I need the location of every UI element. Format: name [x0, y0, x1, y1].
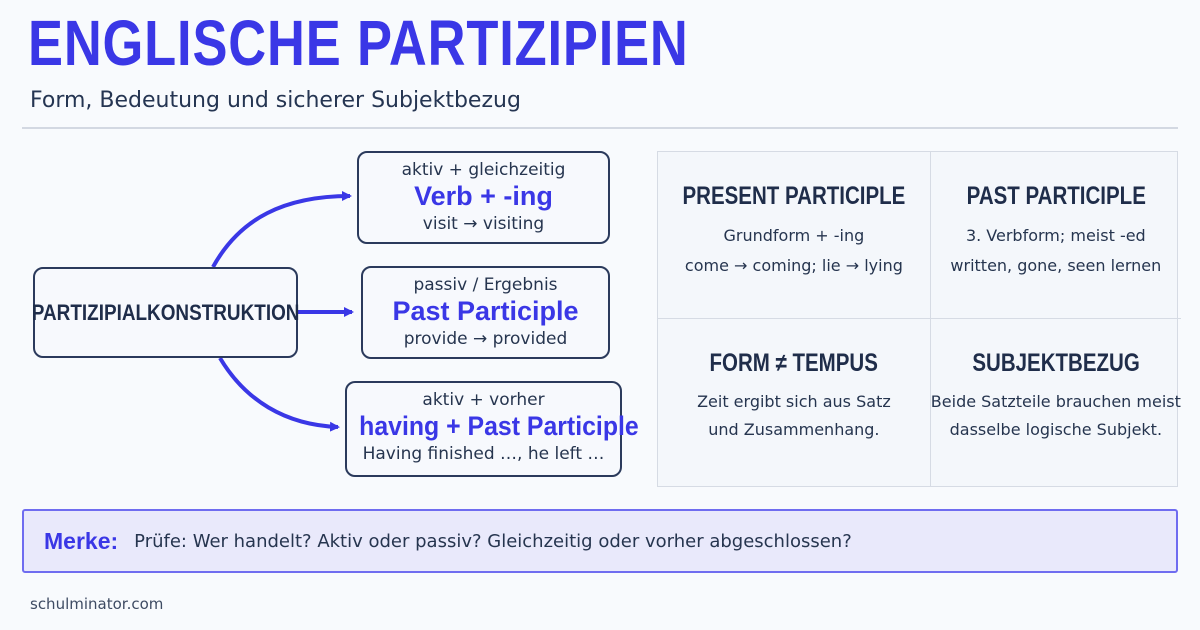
merke-text: Prüfe: Wer handelt? Aktiv oder passiv? G… — [134, 530, 852, 552]
root-node-label: PARTIZIPIALKONSTRUKTION — [31, 299, 300, 325]
grid-cell-line: Beide Satzteile brauchen meist — [930, 392, 1181, 411]
header-divider — [22, 127, 1178, 129]
footer-site-name: schulminator.com — [30, 595, 164, 613]
grid-cell-line: come → coming; lie → lying — [684, 256, 903, 275]
node-meaning: aktiv + gleichzeitig — [401, 160, 566, 180]
grid-cell-present-participle: PRESENT PARTICIPLE Grundform + -ing come… — [658, 152, 931, 319]
grid-cell-form-tempus: FORM ≠ TEMPUS Zeit ergibt sich aus Satz … — [658, 319, 931, 486]
grid-cell-line: und Zusammenhang. — [708, 420, 880, 439]
participle-node-past: passiv / Ergebnis Past Participle provid… — [361, 266, 610, 359]
node-meaning: aktiv + vorher — [422, 390, 545, 410]
node-form: having + Past Participle — [359, 411, 639, 441]
node-meaning: passiv / Ergebnis — [413, 275, 558, 295]
node-form: Past Participle — [392, 296, 579, 326]
grid-cell-title: PAST PARTICIPLE — [966, 182, 1146, 210]
grid-cell-line: written, gone, seen lernen — [950, 256, 1162, 275]
page-subtitle: Form, Bedeutung und sicherer Subjektbezu… — [30, 88, 521, 113]
grid-cell-past-participle: PAST PARTICIPLE 3. Verbform; meist -ed w… — [930, 152, 1181, 319]
node-example: Having finished …, he left … — [362, 444, 605, 464]
node-form: Verb + -ing — [414, 181, 553, 211]
grid-cell-line: Grundform + -ing — [723, 226, 865, 245]
grid-cell-subjektbezug: SUBJEKTBEZUG Beide Satzteile brauchen me… — [931, 319, 1181, 486]
grid-cell-title: PRESENT PARTICIPLE — [682, 182, 906, 210]
arrow-to-node-1 — [211, 191, 352, 268]
grid-cell-title: FORM ≠ TEMPUS — [709, 349, 879, 377]
node-example: provide → provided — [403, 329, 568, 349]
root-node: PARTIZIPIALKONSTRUKTION — [31, 267, 300, 358]
grid-cell-line: Zeit ergibt sich aus Satz — [697, 392, 891, 411]
grid-cell-line: dasselbe logische Subjekt. — [949, 420, 1163, 439]
page-title: ENGLISCHE PARTIZIPIEN — [28, 7, 689, 79]
merke-box: Merke: Prüfe: Wer handelt? Aktiv oder pa… — [22, 509, 1178, 573]
participle-node-present: aktiv + gleichzeitig Verb + -ing visit →… — [357, 151, 610, 244]
participle-node-perfect: aktiv + vorher having + Past Participle … — [345, 381, 639, 477]
info-grid: PRESENT PARTICIPLE Grundform + -ing come… — [657, 151, 1181, 487]
node-example: visit → visiting — [422, 214, 545, 234]
grid-cell-title: SUBJEKTBEZUG — [972, 349, 1140, 377]
arrow-to-node-3 — [218, 356, 340, 432]
merke-label: Merke: — [44, 527, 119, 554]
grid-cell-line: 3. Verbform; meist -ed — [965, 226, 1146, 245]
